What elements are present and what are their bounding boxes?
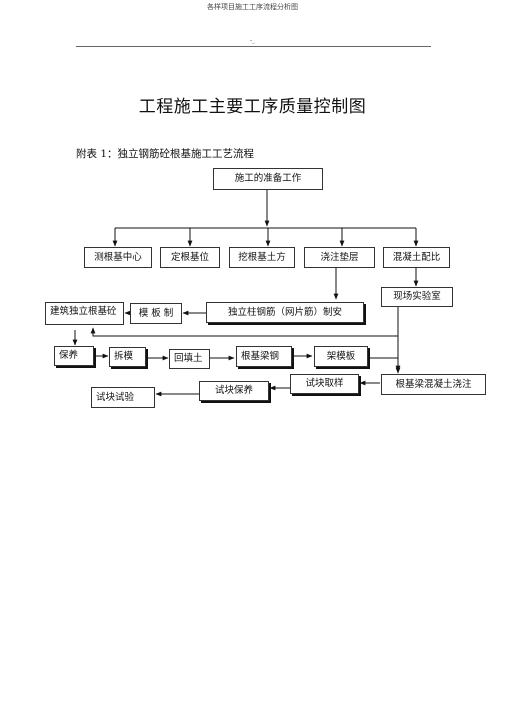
node-excavate: 挖根基土方 <box>229 247 295 268</box>
node-cushion: 浇注垫层 <box>304 247 375 268</box>
node-rebar: 独立柱钢筋（网片筋）制安 <box>206 302 364 323</box>
node-demold: 拆模 <box>109 347 146 367</box>
header-mark: -_ <box>249 37 256 44</box>
header-rule <box>76 46 431 47</box>
page-header: 各样项目施工工序流程分析图 <box>207 3 298 11</box>
node-formwork: 模 板 制 <box>130 303 182 324</box>
node-lab: 现场实验室 <box>381 287 453 307</box>
node-backfill: 回填土 <box>169 349 210 369</box>
node-survey: 测根基中心 <box>84 247 152 268</box>
document-title: 工程施工主要工序质量控制图 <box>138 97 367 117</box>
node-mix: 混凝土配比 <box>383 247 450 268</box>
node-beam-pour: 根基梁混凝土浇注 <box>381 374 486 395</box>
node-specimen-curing: 试块保养 <box>199 381 269 401</box>
node-position: 定根基位 <box>160 247 220 268</box>
arrow-feedback-to-foundation <box>90 327 398 337</box>
node-specimen-test: 试块试验 <box>91 387 155 408</box>
node-curing: 保养 <box>54 346 94 366</box>
node-build-foundation: 建筑独立根基砼 <box>45 302 124 325</box>
flowchart-caption: 附表 1：独立钢筋砼根基施工工艺流程 <box>76 148 255 160</box>
arrow-formwork-to-pour <box>368 357 401 372</box>
node-beam-rebar: 根基梁钢 <box>236 346 292 367</box>
node-sampling: 试块取样 <box>290 374 359 394</box>
node-prep: 施工的准备工作 <box>213 168 323 190</box>
node-erect-formwork: 架模板 <box>314 346 368 367</box>
